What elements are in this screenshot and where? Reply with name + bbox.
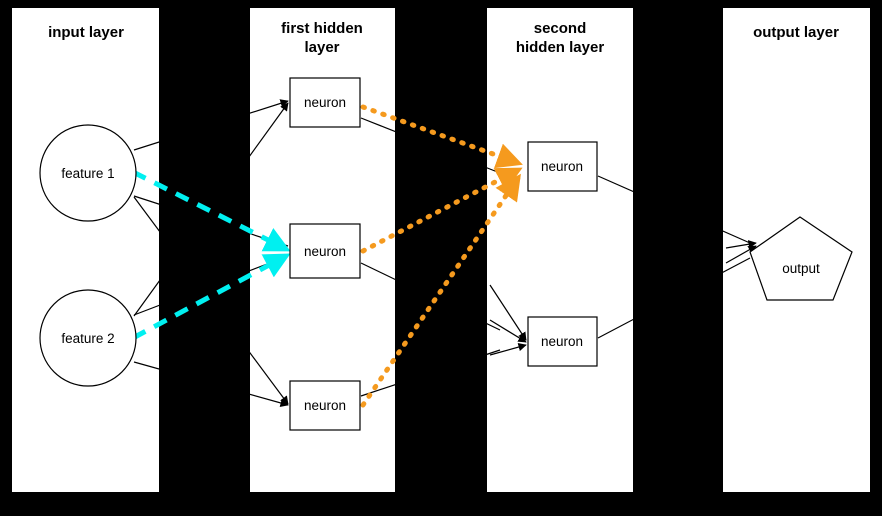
hidden1-neuron-top-box[interactable] — [289, 77, 361, 128]
panel-title-output-layer: output layer — [753, 24, 839, 41]
hidden1-neuron-bottom-label: neuron — [304, 398, 346, 413]
feature-1-circle[interactable] — [39, 124, 137, 222]
node-feature-1[interactable]: feature 1 — [39, 124, 137, 222]
node-hidden2-neuron-bottom[interactable]: neuron — [527, 316, 598, 367]
hidden2-neuron-top-box[interactable] — [527, 141, 598, 192]
node-hidden2-neuron-top[interactable]: neuron — [527, 141, 598, 192]
edges-hidden2-to-output — [597, 175, 757, 339]
edge-arrow-into-output-a — [725, 240, 757, 249]
hidden2-neuron-bottom-label: neuron — [541, 334, 583, 349]
edges-hidden1-to-hidden2 — [360, 117, 527, 397]
edge-arrow-into-output-b — [725, 245, 757, 264]
edge-orange-hidden1-middle-to-hidden2-top — [360, 167, 523, 254]
edge-feature2-to-hidden1-bottom — [133, 361, 289, 408]
edge-to-hidden2-bottom-1 — [489, 284, 527, 341]
edge-feature1-to-hidden1-top — [133, 99, 289, 151]
edge-orange-hidden1-bottom-to-hidden2-top — [360, 173, 521, 408]
panel-second-hidden-layer — [487, 8, 633, 492]
node-feature-2[interactable]: feature 2 — [39, 289, 137, 387]
output-label: output — [782, 261, 820, 276]
edge-hidden1-middle-to-hidden2-bottom-a — [360, 262, 501, 331]
hidden1-neuron-middle-box[interactable] — [289, 223, 361, 279]
node-hidden1-neuron-bottom[interactable]: neuron — [289, 380, 361, 431]
feature-1-label: feature 1 — [61, 166, 114, 181]
feature-2-circle[interactable] — [39, 289, 137, 387]
panel-input-layer — [12, 8, 159, 492]
edge-to-hidden2-bottom-3 — [489, 342, 527, 356]
edge-to-hidden2-bottom-2 — [489, 319, 527, 343]
hidden1-neuron-middle-label: neuron — [304, 244, 346, 259]
output-pentagon[interactable] — [749, 216, 853, 301]
node-hidden1-neuron-top[interactable]: neuron — [289, 77, 361, 128]
feature-2-label: feature 2 — [61, 331, 114, 346]
panel-title-first-hidden-layer-line2: layer — [304, 39, 339, 56]
panel-title-first-hidden-layer-line1: first hidden — [281, 20, 363, 37]
panel-titles: input layer first hidden layer second hi… — [48, 20, 839, 56]
hidden1-neuron-top-label: neuron — [304, 95, 346, 110]
hidden2-neuron-bottom-box[interactable] — [527, 316, 598, 367]
node-hidden1-neuron-middle[interactable]: neuron — [289, 223, 361, 279]
edges-orange-highlight — [360, 104, 523, 408]
nodes: feature 1 feature 2 neuron neuron neuron — [39, 77, 853, 431]
edge-hidden2-top-to-output — [597, 175, 751, 244]
edge-cyan-feature2-to-hidden1-middle — [131, 253, 291, 341]
edge-feature2-to-hidden1-top — [133, 102, 289, 317]
edge-hidden2-bottom-to-output — [597, 257, 751, 339]
panel-title-input-layer: input layer — [48, 24, 124, 41]
panel-title-second-hidden-layer-line2: hidden layer — [516, 39, 605, 56]
hidden1-neuron-bottom-box[interactable] — [289, 380, 361, 431]
node-output[interactable]: output — [749, 216, 853, 301]
edges-cyan-highlight — [131, 169, 291, 341]
edge-feature1-to-hidden1-bottom — [133, 196, 289, 405]
hidden2-neuron-top-label: neuron — [541, 159, 583, 174]
panel-title-second-hidden-layer-line1: second — [534, 20, 587, 37]
edge-hidden1-top-to-hidden2-top — [360, 117, 501, 174]
edge-orange-hidden1-top-to-hidden2-top — [360, 104, 523, 169]
edge-cyan-feature1-to-hidden1-middle — [131, 169, 291, 252]
edge-hidden1-bottom-to-hidden2-top — [360, 349, 501, 397]
